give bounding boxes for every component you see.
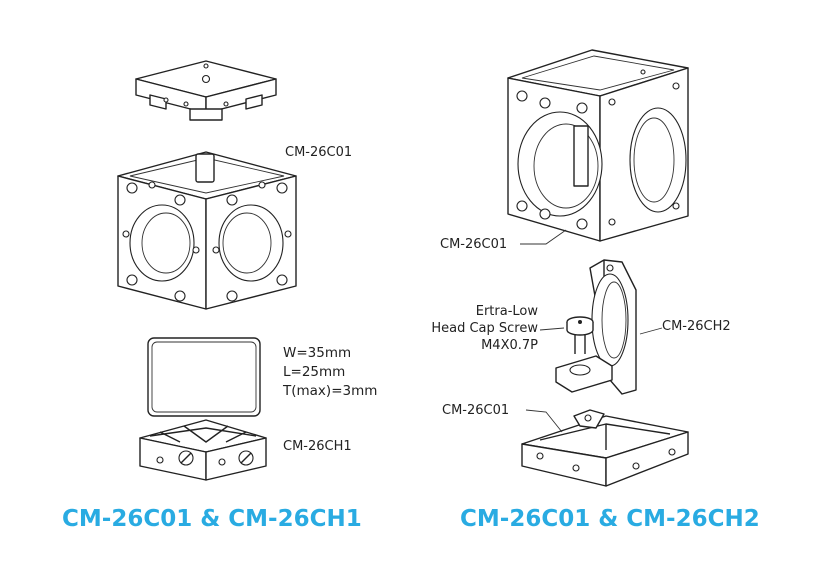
screw — [566, 316, 594, 354]
spec-thickness: T(max)=3mm — [283, 383, 378, 399]
plate-spec: W=35mm L=25mm T(max)=3mm — [283, 344, 377, 401]
left-cube — [117, 151, 297, 310]
caption-right: CM-26C01 & CM-26CH2 — [460, 506, 760, 532]
label-right-cube: CM-26C01 — [440, 237, 508, 252]
spec-width: W=35mm — [283, 345, 352, 361]
right-holder — [555, 259, 637, 395]
right-cube — [507, 49, 689, 242]
left-top-cover — [135, 60, 277, 121]
caption-left: CM-26C01 & CM-26CH1 — [62, 506, 362, 532]
left-holder — [139, 419, 267, 481]
label-left-holder: CM-26CH1 — [283, 439, 352, 454]
label-screw-line2: Head Cap Screw — [431, 321, 538, 336]
label-left-cube: CM-26C01 — [285, 145, 353, 160]
label-right-holder: CM-26CH2 — [662, 319, 731, 334]
left-plate — [147, 337, 261, 417]
spec-length: L=25mm — [283, 364, 346, 380]
label-screw-line1: Ertra-Low — [475, 304, 538, 319]
leader-lines — [520, 229, 663, 433]
label-screw-line3: M4X0.7P — [481, 338, 538, 353]
right-base — [521, 409, 689, 487]
label-right-base: CM-26C01 — [442, 403, 510, 418]
